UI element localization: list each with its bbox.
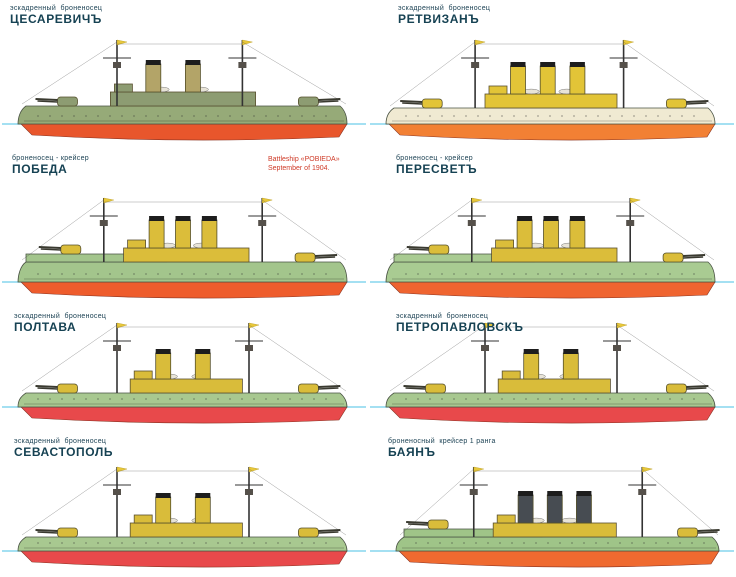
ship-type-label: броненосец - крейсер xyxy=(12,155,89,162)
ship-illustration xyxy=(368,2,736,150)
ship-label: эскадренный броненосец ПЕТРОПАВЛОВСКЪ xyxy=(396,313,524,335)
ship-name: ПЕТРОПАВЛОВСКЪ xyxy=(396,320,524,335)
ship-label: эскадренный броненосец РЕТВИЗАНЪ xyxy=(398,5,490,27)
ship-label: броненосец - крейсер ПЕРЕСВЕТЪ xyxy=(396,155,477,177)
ship-note-line2: September of 1904. xyxy=(268,164,330,172)
ship-cell: эскадренный броненосец ЦЕСАРЕВИЧЪ xyxy=(0,0,368,150)
ship-illustration xyxy=(0,152,368,308)
ship-type-label: эскадренный броненосец xyxy=(14,438,107,445)
ship-illustration xyxy=(0,310,368,433)
ship-name: ПОБЕДА xyxy=(12,162,68,177)
ship-cell: броненосец - крейсер ПЕРЕСВЕТЪ xyxy=(368,150,736,308)
ship-cell: эскадренный броненосец ПЕТРОПАВЛОВСКЪ xyxy=(368,308,736,433)
ship-label: эскадренный броненосец ЦЕСАРЕВИЧЪ xyxy=(10,5,102,27)
ship-cell: эскадренный броненосец СЕВАСТОПОЛЬ xyxy=(0,433,368,577)
ship-illustration xyxy=(0,435,368,577)
ship-illustration xyxy=(0,2,368,150)
ship-cell: эскадренный броненосец РЕТВИЗАНЪ xyxy=(368,0,736,150)
ship-type-label: эскадренный броненосец xyxy=(398,5,491,12)
ship-note-line1: Battleship «POBIEDA» xyxy=(268,156,340,163)
ship-note: Battleship «POBIEDA» September of 1904. xyxy=(268,156,340,174)
ship-type-label: броненосец - крейсер xyxy=(396,155,473,162)
ship-name: РЕТВИЗАНЪ xyxy=(398,12,480,27)
ship-name: ПОЛТАВА xyxy=(14,320,77,335)
ship-type-label: броненосный крейсер 1 ранга xyxy=(388,438,496,445)
ship-label: эскадренный броненосец ПОЛТАВА xyxy=(14,313,106,335)
ship-illustration xyxy=(368,435,736,577)
ship-label: эскадренный броненосец СЕВАСТОПОЛЬ xyxy=(14,438,113,460)
ship-cell: броненосный крейсер 1 ранга БАЯНЪ xyxy=(368,433,736,577)
ship-illustration xyxy=(368,152,736,308)
ship-illustration xyxy=(368,310,736,433)
ship-name: ПЕРЕСВЕТЪ xyxy=(396,162,478,177)
ship-type-label: эскадренный броненосец xyxy=(14,313,107,320)
ship-cell: броненосец - крейсер ПОБЕДА Battleship «… xyxy=(0,150,368,308)
ship-cell: эскадренный броненосец ПОЛТАВА xyxy=(0,308,368,433)
ship-type-label: эскадренный броненосец xyxy=(396,313,489,320)
ship-type-label: эскадренный броненосец xyxy=(10,5,103,12)
ship-name: ЦЕСАРЕВИЧЪ xyxy=(10,12,102,27)
ship-label: броненосный крейсер 1 ранга БАЯНЪ xyxy=(388,438,496,460)
ship-label: броненосец - крейсер ПОБЕДА xyxy=(12,155,89,177)
ship-name: БАЯНЪ xyxy=(388,445,436,460)
ship-name: СЕВАСТОПОЛЬ xyxy=(14,445,114,460)
